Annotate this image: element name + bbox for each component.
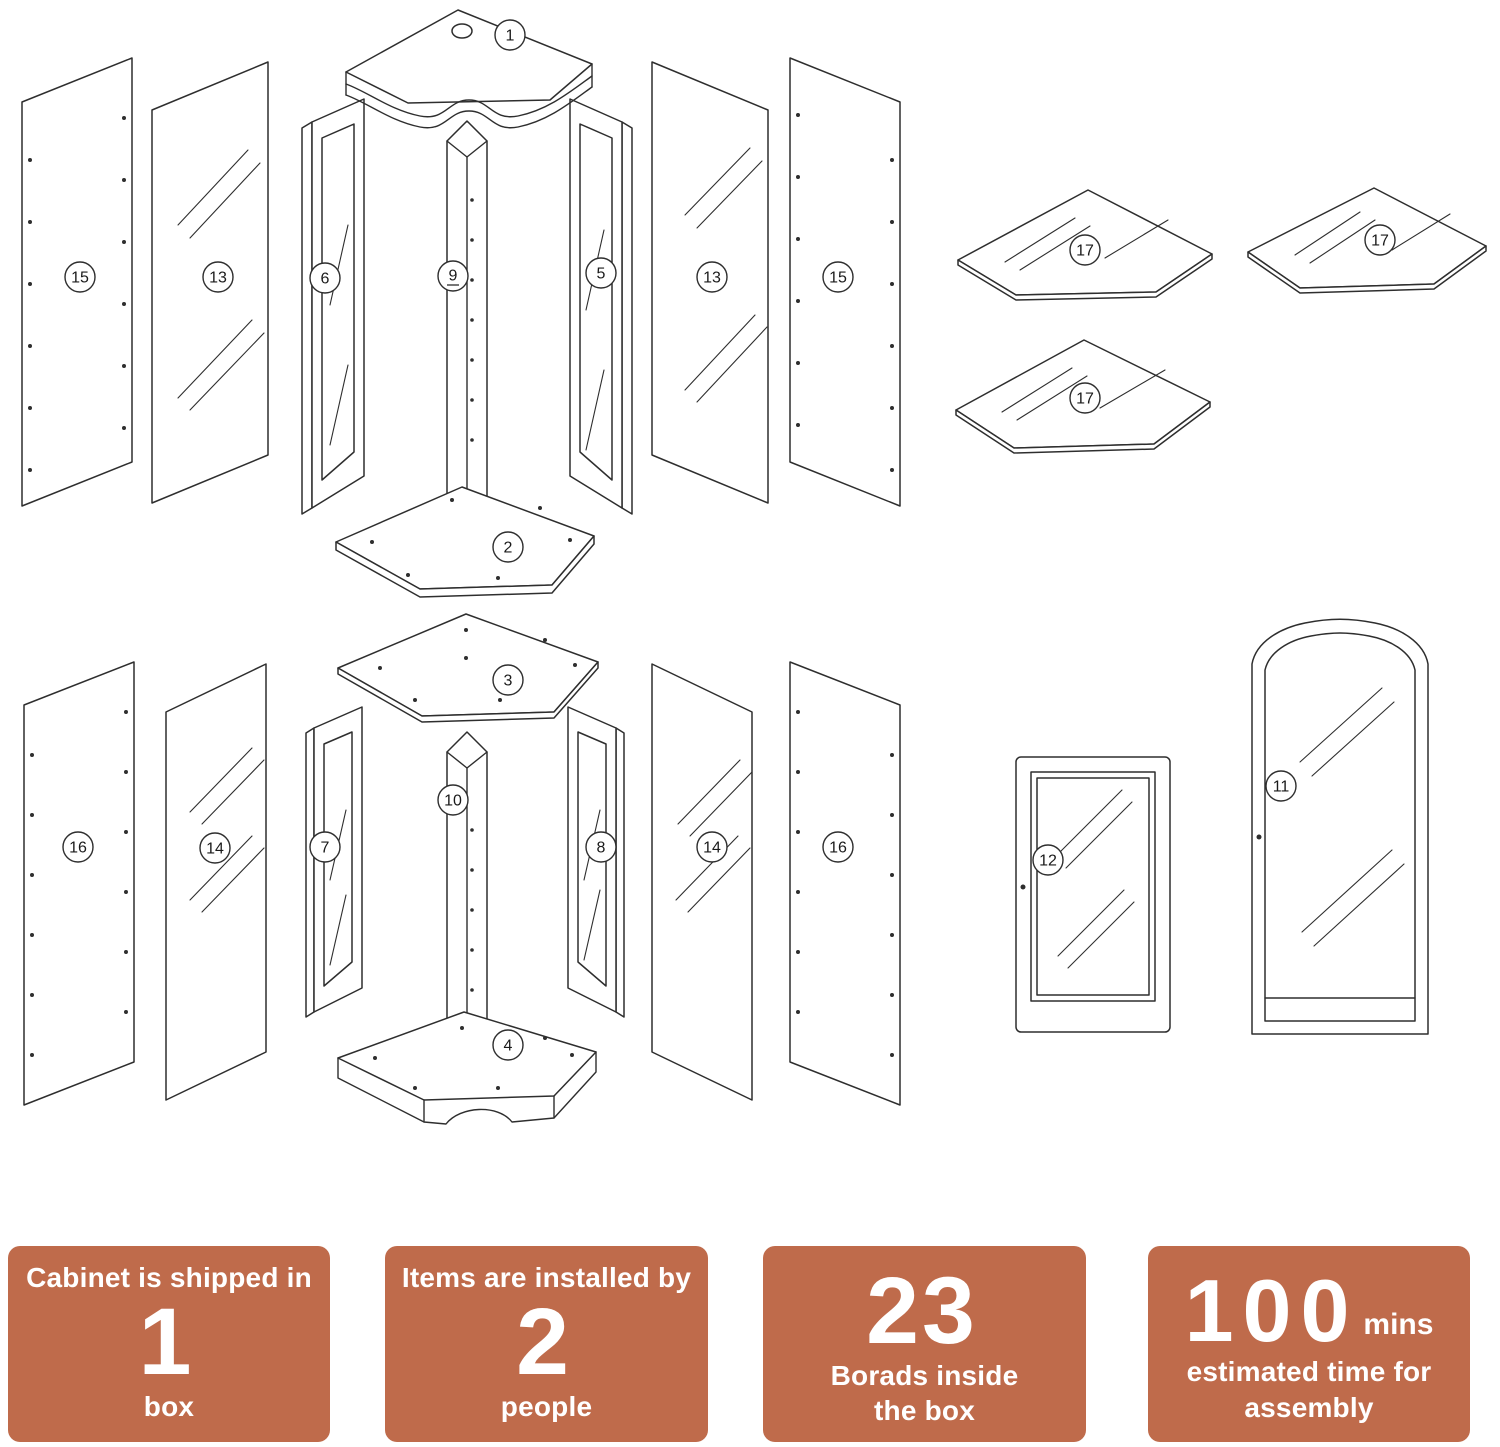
part-label-text: 12 [1039,853,1057,870]
part-label-12: 12 [1032,844,1064,876]
info-card-bottom-text: people [500,1391,593,1423]
lower-glass-panel-right [651,663,753,1101]
top-crown [345,9,593,129]
part-label-7: 7 [309,831,341,863]
lower-door-stile-right [567,706,625,1018]
part-label-text: 14 [703,840,721,857]
info-card-number-row: 2 [516,1288,577,1395]
part-label-15-right: 15 [822,261,854,293]
part-label-text: 4 [504,1038,513,1055]
info-card-number-row: 1 [138,1288,200,1395]
part-label-text: 8 [597,840,606,857]
info-card-bottom-text: Borads inside [830,1359,1019,1391]
part-label-14-right: 14 [696,831,728,863]
info-card-assembly-time: 100 mins estimated time for assembly [1148,1246,1470,1442]
part-label-text: 11 [1273,779,1290,796]
upper-door-stile-left [301,98,365,515]
part-label-14-left: 14 [199,832,231,864]
info-card-bottom-text-2: the box [874,1395,975,1427]
part-label-text: 16 [69,840,87,857]
part-label-9: 9 [437,260,469,292]
info-card-top-text: Cabinet is shipped in [26,1261,312,1293]
part-label-text: 13 [703,270,721,287]
upper-door-stile-right [569,98,633,515]
part-label-text: 17 [1371,233,1389,250]
part-label-text: 17 [1076,391,1094,408]
lower-side-panel-right [789,661,901,1106]
part-label-10: 10 [437,784,469,816]
part-label-17-b: 17 [1364,224,1396,256]
part-label-text: 7 [321,840,330,857]
info-card-number: 1 [138,1288,195,1395]
part-label-11: 11 [1265,770,1297,802]
info-card-shipping: Cabinet is shipped in 1 box [8,1246,330,1442]
base [337,1011,597,1125]
part-label-text: 17 [1076,243,1094,260]
info-card-bottom-text-2: assembly [1244,1391,1374,1423]
part-label-16-right: 16 [822,831,854,863]
part-label-text: 14 [206,841,224,858]
part-label-13-right: 13 [696,261,728,293]
part-label-text: 10 [444,793,462,810]
part-label-13-left: 13 [202,261,234,293]
part-label-text: 13 [209,270,227,287]
info-card-people: Items are installed by 2 people [385,1246,708,1442]
part-label-17-c: 17 [1069,382,1101,414]
part-label-5: 5 [585,257,617,289]
part-label-2: 2 [492,531,524,563]
info-card-number: 100 [1184,1260,1359,1360]
info-card-bottom-text: estimated time for [1186,1356,1432,1388]
part-label-6: 6 [309,262,341,294]
info-card-bottom-text: box [143,1391,195,1423]
part-label-text: 16 [829,840,847,857]
upper-corner-post [446,120,488,531]
part-label-text: 15 [829,270,847,287]
part-label-8: 8 [585,831,617,863]
exploded-parts-diagram: 15 13 6 9 5 13 15 1 2 17 17 17 3 16 14 7… [21,9,1487,1125]
glass-door-arched [1251,618,1429,1035]
part-label-4: 4 [492,1029,524,1061]
info-cards: Cabinet is shipped in 1 box Items are in… [0,1246,1500,1442]
info-card-number-row: 23 [866,1257,983,1364]
info-card-boards: 23 Borads inside the box [763,1246,1086,1442]
info-card-number: 23 [866,1257,978,1364]
info-card-number-row: 100 mins [1184,1260,1434,1360]
part-label-text: 1 [506,28,515,45]
part-label-3: 3 [492,664,524,696]
lower-glass-panel-left [165,663,267,1101]
lower-side-panel-left [23,661,135,1106]
info-card-number-suffix: mins [1363,1308,1434,1342]
glass-door-small [1015,756,1171,1033]
part-label-text: 15 [71,270,89,287]
part-label-17-a: 17 [1069,234,1101,266]
part-label-16-left: 16 [62,831,94,863]
part-label-text: 2 [504,540,513,557]
part-label-1: 1 [494,19,526,51]
lower-top-shelf [337,613,599,723]
info-card-top-text: Items are installed by [401,1261,692,1293]
part-label-text: 3 [504,673,513,690]
lower-door-stile-left [305,706,363,1018]
part-label-text: 6 [321,271,330,288]
part-label-15-left: 15 [64,261,96,293]
part-label-text: 9 [449,268,458,285]
part-label-text: 5 [597,266,606,283]
info-card-number: 2 [516,1288,572,1395]
middle-shelf [335,486,595,598]
